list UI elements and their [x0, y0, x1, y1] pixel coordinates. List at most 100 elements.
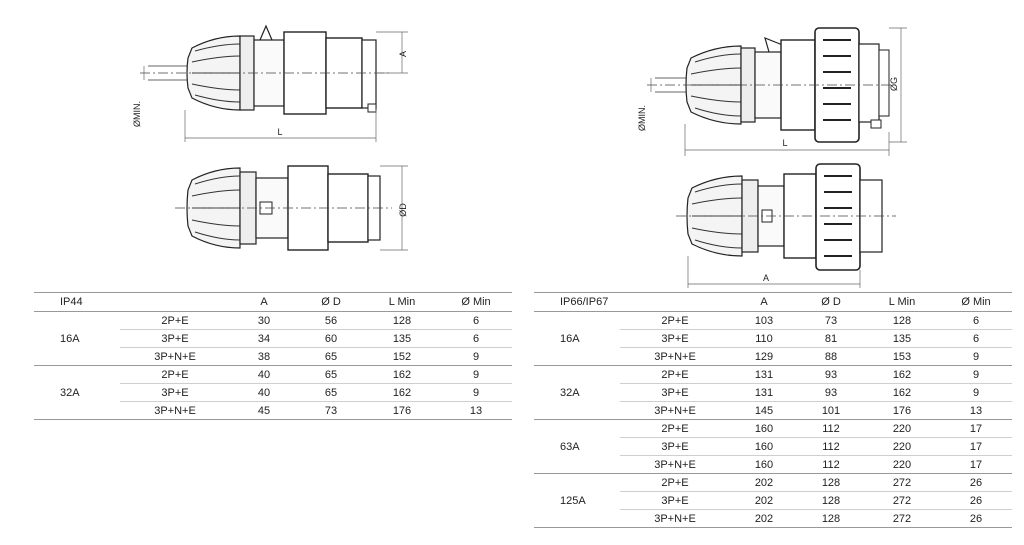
table-cell: 13	[440, 401, 512, 420]
table-cell: 13	[940, 401, 1012, 420]
ip44-side-dim-min-label: ØMIN.	[132, 101, 142, 127]
header-cell: A	[730, 292, 798, 312]
table-cell: 60	[298, 329, 364, 348]
table-cell: 220	[864, 455, 940, 474]
table-cell: 26	[940, 473, 1012, 492]
header-cell: L Min	[364, 292, 440, 312]
table-row: 16A 2P+E 103 73 128 6	[534, 311, 1012, 366]
table-cell: 128	[364, 311, 440, 330]
header-cell: Ø D	[298, 292, 364, 312]
table-cell: 202	[730, 491, 798, 510]
table-row: 3P+E 40 65 162 9	[34, 383, 512, 402]
table-row: 32A 2P+E 40 65 162 9	[34, 365, 512, 420]
table-cell: 9	[940, 365, 1012, 384]
header-cell	[620, 292, 730, 312]
table-cell: 128	[798, 473, 864, 492]
table-cell: 272	[864, 473, 940, 492]
table-cell: 112	[798, 437, 864, 456]
header-cell: Ø D	[798, 292, 864, 312]
table-cell: 128	[798, 491, 864, 510]
table-cell: 9	[940, 383, 1012, 402]
rating-cell: 125A	[534, 473, 620, 528]
table-cell: 6	[440, 311, 512, 330]
table-cell: 162	[364, 383, 440, 402]
table-cell: 6	[940, 329, 1012, 348]
ip66-front-dim-a-label: A	[763, 273, 769, 283]
ip44-front-dim-d-label: ØD	[398, 203, 408, 217]
ip44-side-dim-l-label: L	[277, 127, 282, 137]
table-cell: 65	[298, 347, 364, 366]
table-cell: 3P+N+E	[620, 509, 730, 528]
table-cell: 93	[798, 365, 864, 384]
rating-cell: 63A	[534, 419, 620, 474]
table-cell: 110	[730, 329, 798, 348]
table-cell: 9	[440, 347, 512, 366]
table-row: 32A 2P+E 131 93 162 9	[534, 365, 1012, 420]
table-cell: 65	[298, 365, 364, 384]
table-cell: 17	[940, 419, 1012, 438]
table-cell: 17	[940, 455, 1012, 474]
table-cell: 160	[730, 437, 798, 456]
table-row: 3P+N+E 38 65 152 9	[34, 347, 512, 366]
table-cell: 2P+E	[120, 365, 230, 384]
table-cell: 45	[230, 401, 298, 420]
header-cell: A	[230, 292, 298, 312]
ip44-front-view-drawing: ØD	[175, 165, 408, 251]
ip44-side-dim-a-label: A	[398, 51, 408, 57]
table-cell: 34	[230, 329, 298, 348]
header-cell: Ø Min	[940, 292, 1012, 312]
table-cell: 112	[798, 419, 864, 438]
table-cell: 3P+E	[620, 437, 730, 456]
table-cell: 112	[798, 455, 864, 474]
header-cell: Ø Min	[440, 292, 512, 312]
ip66-side-dim-g-label: ØG	[889, 77, 899, 91]
table-cell: 9	[940, 347, 1012, 366]
table-cell: 3P+N+E	[620, 347, 730, 366]
table-row: 3P+E 131 93 162 9	[534, 383, 1012, 402]
table-cell: 220	[864, 437, 940, 456]
table-cell: 2P+E	[620, 419, 730, 438]
table-row: 3P+N+E 160 112 220 17	[534, 455, 1012, 474]
table-cell: 17	[940, 437, 1012, 456]
rating-cell: 16A	[534, 311, 620, 366]
table-cell: 131	[730, 365, 798, 384]
table-cell: 202	[730, 473, 798, 492]
table-cell: 162	[364, 365, 440, 384]
table-cell: 81	[798, 329, 864, 348]
table-cell: 129	[730, 347, 798, 366]
table-cell: 30	[230, 311, 298, 330]
rating-cell: 32A	[34, 365, 120, 420]
table-cell: 162	[864, 383, 940, 402]
ip66-side-view-drawing: ØG L ØMIN.	[637, 27, 907, 156]
table-cell: 73	[798, 311, 864, 330]
ip44-side-view-drawing: A L ØMIN.	[132, 24, 408, 142]
table-row: 3P+E 202 128 272 26	[534, 491, 1012, 510]
table-row: 3P+N+E 129 88 153 9	[534, 347, 1012, 366]
table-cell: 2P+E	[620, 365, 730, 384]
table-cell: 2P+E	[120, 311, 230, 330]
table-cell: 40	[230, 365, 298, 384]
table-cell: 272	[864, 491, 940, 510]
table-cell: 3P+E	[120, 329, 230, 348]
table-header-row: IP66/IP67 A Ø D L Min Ø Min	[534, 292, 1012, 312]
ip66-side-dim-l-label: L	[782, 138, 787, 148]
table-cell: 3P+E	[620, 491, 730, 510]
table-cell: 176	[864, 401, 940, 420]
header-cell: IP66/IP67	[534, 292, 620, 312]
table-cell: 135	[364, 329, 440, 348]
table-cell: 3P+E	[620, 329, 730, 348]
table-cell: 145	[730, 401, 798, 420]
rating-cell: 16A	[34, 311, 120, 366]
table-cell: 160	[730, 455, 798, 474]
ip66-ip67-dimension-table: IP66/IP67 A Ø D L Min Ø Min 16A 2P+E 103…	[534, 292, 1012, 528]
header-cell	[120, 292, 230, 312]
table-cell: 38	[230, 347, 298, 366]
table-row: 16A 2P+E 30 56 128 6	[34, 311, 512, 366]
table-cell: 26	[940, 491, 1012, 510]
ip44-dimension-table: IP44 A Ø D L Min Ø Min 16A 2P+E 30 56 12…	[34, 292, 512, 420]
table-row: 3P+E 160 112 220 17	[534, 437, 1012, 456]
table-cell: 152	[364, 347, 440, 366]
table-cell: 2P+E	[620, 311, 730, 330]
table-cell: 93	[798, 383, 864, 402]
table-cell: 153	[864, 347, 940, 366]
